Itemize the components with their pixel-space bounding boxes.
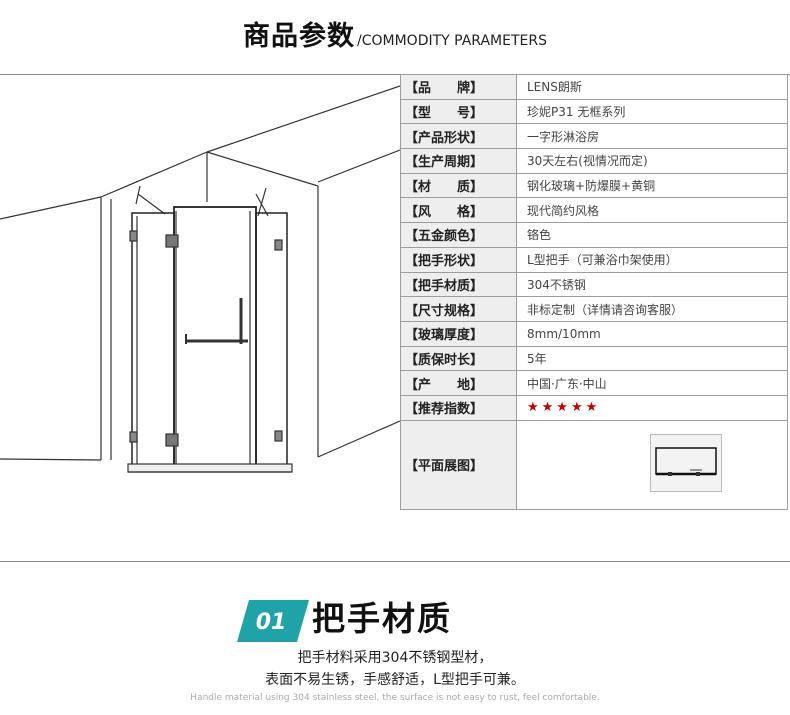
param-row: 【把手形状】L型把手（可兼浴巾架使用） — [400, 246, 788, 273]
param-row: 【产品形状】一字形淋浴房 — [400, 123, 788, 150]
page-title: 商品参数 — [243, 21, 356, 52]
param-row: 【把手材质】304不锈钢 — [400, 271, 788, 298]
rating-row: 【推荐指数】 ★★★★★ — [400, 394, 788, 421]
param-value: 中国·广东·中山 — [516, 370, 788, 396]
param-key: 【玻璃厚度】 — [400, 320, 517, 347]
param-value: 铬色 — [516, 222, 788, 248]
section-title: 把手材质 — [312, 599, 452, 638]
param-key: 【生产周期】 — [400, 148, 517, 174]
param-value: 30天左右(视情况而定) — [516, 148, 788, 174]
param-key: 【品 牌】 — [400, 74, 517, 100]
param-value: 非标定制（详情请咨询客服） — [516, 296, 788, 322]
param-key: 【尺寸规格】 — [400, 296, 517, 322]
badge-parallelogram-icon: 01 — [237, 600, 309, 642]
page-header: 商品参数/COMMODITY PARAMETERS — [0, 14, 790, 53]
plan-key: 【平面展图】 — [400, 419, 517, 510]
param-value: 8mm/10mm — [516, 320, 788, 347]
param-value: 一字形淋浴房 — [516, 123, 788, 150]
section-number: 01 — [256, 610, 287, 635]
param-row: 【五金颜色】铬色 — [400, 222, 788, 248]
param-key: 【产 地】 — [400, 370, 517, 396]
param-row: 【玻璃厚度】8mm/10mm — [400, 320, 788, 347]
plan-diagram — [650, 434, 787, 495]
top-divider — [0, 74, 790, 75]
param-row: 【产 地】中国·广东·中山 — [400, 370, 788, 396]
param-value: 5年 — [516, 345, 788, 372]
param-row: 【风 格】现代简约风格 — [400, 197, 788, 224]
param-key: 【质保时长】 — [400, 345, 517, 372]
param-row: 【生产周期】30天左右(视情况而定) — [400, 148, 788, 174]
param-key: 【型 号】 — [400, 98, 517, 125]
param-value: L型把手（可兼浴巾架使用） — [516, 246, 788, 273]
parameter-table: 【品 牌】LENS朗斯【型 号】珍妮P31 无框系列【产品形状】一字形淋浴房【生… — [400, 74, 788, 510]
param-key: 【五金颜色】 — [400, 222, 517, 248]
rating-stars: ★★★★★ — [527, 400, 601, 416]
param-row: 【材 质】钢化玻璃+防爆膜+黄铜 — [400, 172, 788, 199]
plan-row: 【平面展图】 — [400, 419, 788, 510]
param-value: 304不锈钢 — [516, 271, 788, 298]
page-subtitle: /COMMODITY PARAMETERS — [357, 33, 547, 49]
section-desc-line1: 把手材料采用304不锈钢型材， — [297, 650, 493, 666]
floor-plan-icon — [650, 434, 722, 493]
section-desc-en: Handle material using 304 stainless stee… — [190, 693, 600, 703]
param-value: 珍妮P31 无框系列 — [516, 98, 788, 125]
shower-room-illustration — [0, 85, 400, 473]
param-key: 【产品形状】 — [400, 123, 517, 150]
param-value: 钢化玻璃+防爆膜+黄铜 — [516, 172, 788, 199]
param-key: 【把手形状】 — [400, 246, 517, 273]
rating-key: 【推荐指数】 — [400, 394, 517, 421]
param-row: 【尺寸规格】非标定制（详情请咨询客服） — [400, 296, 788, 322]
bottom-divider — [0, 561, 790, 562]
section-number-badge: 01 — [237, 598, 309, 648]
param-value: 现代简约风格 — [516, 197, 788, 224]
section-desc-line2: 表面不易生锈，手感舒适，L型把手可兼。 — [265, 672, 525, 688]
param-row: 【型 号】珍妮P31 无框系列 — [400, 98, 788, 125]
param-value: LENS朗斯 — [516, 74, 788, 100]
param-row: 【品 牌】LENS朗斯 — [400, 74, 788, 100]
param-key: 【材 质】 — [400, 172, 517, 199]
param-key: 【把手材质】 — [400, 271, 517, 298]
param-key: 【风 格】 — [400, 197, 517, 224]
param-row: 【质保时长】5年 — [400, 345, 788, 372]
